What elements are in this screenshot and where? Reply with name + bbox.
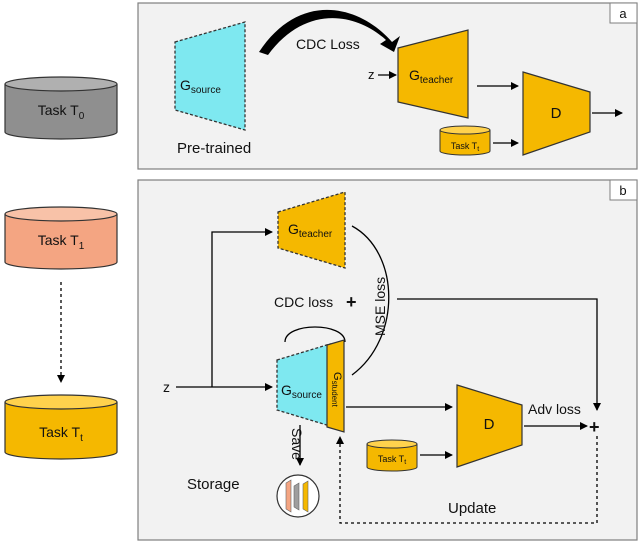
task-t1-sub: 1 bbox=[79, 241, 85, 252]
panel-b-save-label: Save bbox=[289, 428, 305, 460]
panel-a-g-teacher-main: G bbox=[409, 67, 420, 83]
svg-text:Task T1: Task T1 bbox=[38, 232, 85, 252]
panel-b-cdc-loss-label: CDC loss bbox=[274, 294, 333, 310]
panel-b-mse-loss-label: MSE loss bbox=[372, 277, 388, 336]
panel-a-discriminator bbox=[522, 71, 591, 156]
panel-a-task-tt-label: Task T bbox=[451, 141, 478, 151]
panel-b-tag: b bbox=[619, 183, 626, 198]
panel-b-task-tt-label: Task T bbox=[378, 454, 405, 464]
panel-b-cdc-bracket bbox=[284, 326, 346, 343]
panel-a-g-source bbox=[174, 21, 246, 131]
task-tt-label: Task T bbox=[39, 424, 80, 440]
panel-a-g-source-main: G bbox=[180, 77, 191, 93]
panel-a-d-label: D bbox=[551, 105, 562, 122]
task-tt-sub: t bbox=[80, 433, 83, 444]
panel-b-z-branch-line bbox=[211, 228, 273, 387]
panel-b-tag-box bbox=[609, 179, 638, 201]
svg-text:Task Tt: Task Tt bbox=[378, 454, 406, 466]
task-t1-cylinder: Task T1 bbox=[4, 206, 118, 270]
panel-a-cdc-loss-label: CDC Loss bbox=[296, 36, 360, 52]
panel-b-task-tt-sub: t bbox=[404, 459, 406, 466]
panel-b-g-teacher-main: G bbox=[288, 221, 299, 237]
panel-b-frame bbox=[137, 179, 638, 541]
panel-b-adv-loss-label: Adv loss bbox=[528, 401, 581, 417]
panel-b-plus-right: + bbox=[589, 417, 600, 437]
svg-text:Gstudent: Gstudent bbox=[330, 372, 343, 408]
panel-b-discriminator bbox=[456, 384, 523, 468]
svg-text:Task Tt: Task Tt bbox=[39, 424, 83, 444]
panel-b-mse-to-loss-arrow bbox=[397, 298, 601, 411]
panel-b-task-tt-cylinder: Task Tt bbox=[366, 439, 418, 472]
panel-a-z-label: z bbox=[368, 67, 375, 82]
svg-text:Gsource: Gsource bbox=[281, 382, 322, 401]
panel-a-tag-box bbox=[609, 2, 638, 24]
panel-a-g-teacher bbox=[397, 29, 469, 119]
panel-b-g-student bbox=[326, 339, 345, 433]
panel-a-pretrained-label: Pre-trained bbox=[177, 140, 251, 157]
panel-b-z-label: z bbox=[163, 379, 170, 395]
task-t0-sub: 0 bbox=[79, 111, 85, 122]
panel-a-tag: a bbox=[619, 6, 627, 21]
task-t0-cylinder: Task T0 bbox=[4, 76, 118, 140]
panel-b-g-source-main: G bbox=[281, 382, 292, 398]
panel-b-d-label: D bbox=[484, 416, 495, 433]
svg-text:Gsource: Gsource bbox=[180, 77, 221, 96]
panel-b-g-teacher-sub: teacher bbox=[299, 229, 333, 240]
task-t0-label: Task T bbox=[38, 102, 79, 118]
panel-b-update-path bbox=[336, 436, 598, 524]
panel-a-g-source-sub: source bbox=[191, 85, 221, 96]
panel-b-storage-label: Storage bbox=[187, 476, 240, 493]
panel-b-g-teacher bbox=[277, 191, 346, 269]
panel-b-g-source-sub: source bbox=[292, 390, 322, 401]
panel-b-update-label: Update bbox=[448, 500, 496, 517]
task-tt-cylinder: Task Tt bbox=[4, 394, 118, 460]
panel-a-g-teacher-sub: teacher bbox=[420, 75, 454, 86]
panel-b-mse-bracket bbox=[351, 225, 390, 376]
svg-text:Gteacher: Gteacher bbox=[288, 221, 333, 240]
svg-text:Task Tt: Task Tt bbox=[451, 141, 479, 153]
panel-b-storage-icon bbox=[276, 474, 320, 518]
task-t1-label: Task T bbox=[38, 232, 79, 248]
panel-a-task-tt-sub: t bbox=[477, 146, 479, 153]
panel-b-g-student-main: G bbox=[331, 372, 343, 381]
panel-a-task-tt-cylinder: Task Tt bbox=[439, 125, 491, 156]
svg-text:Task T0: Task T0 bbox=[38, 102, 85, 122]
panel-a-cdc-curve-arrow bbox=[259, 9, 400, 55]
panel-b-plus-mid: + bbox=[346, 292, 357, 312]
panel-b-g-student-sub: student bbox=[330, 381, 339, 408]
svg-text:Gteacher: Gteacher bbox=[409, 67, 454, 86]
